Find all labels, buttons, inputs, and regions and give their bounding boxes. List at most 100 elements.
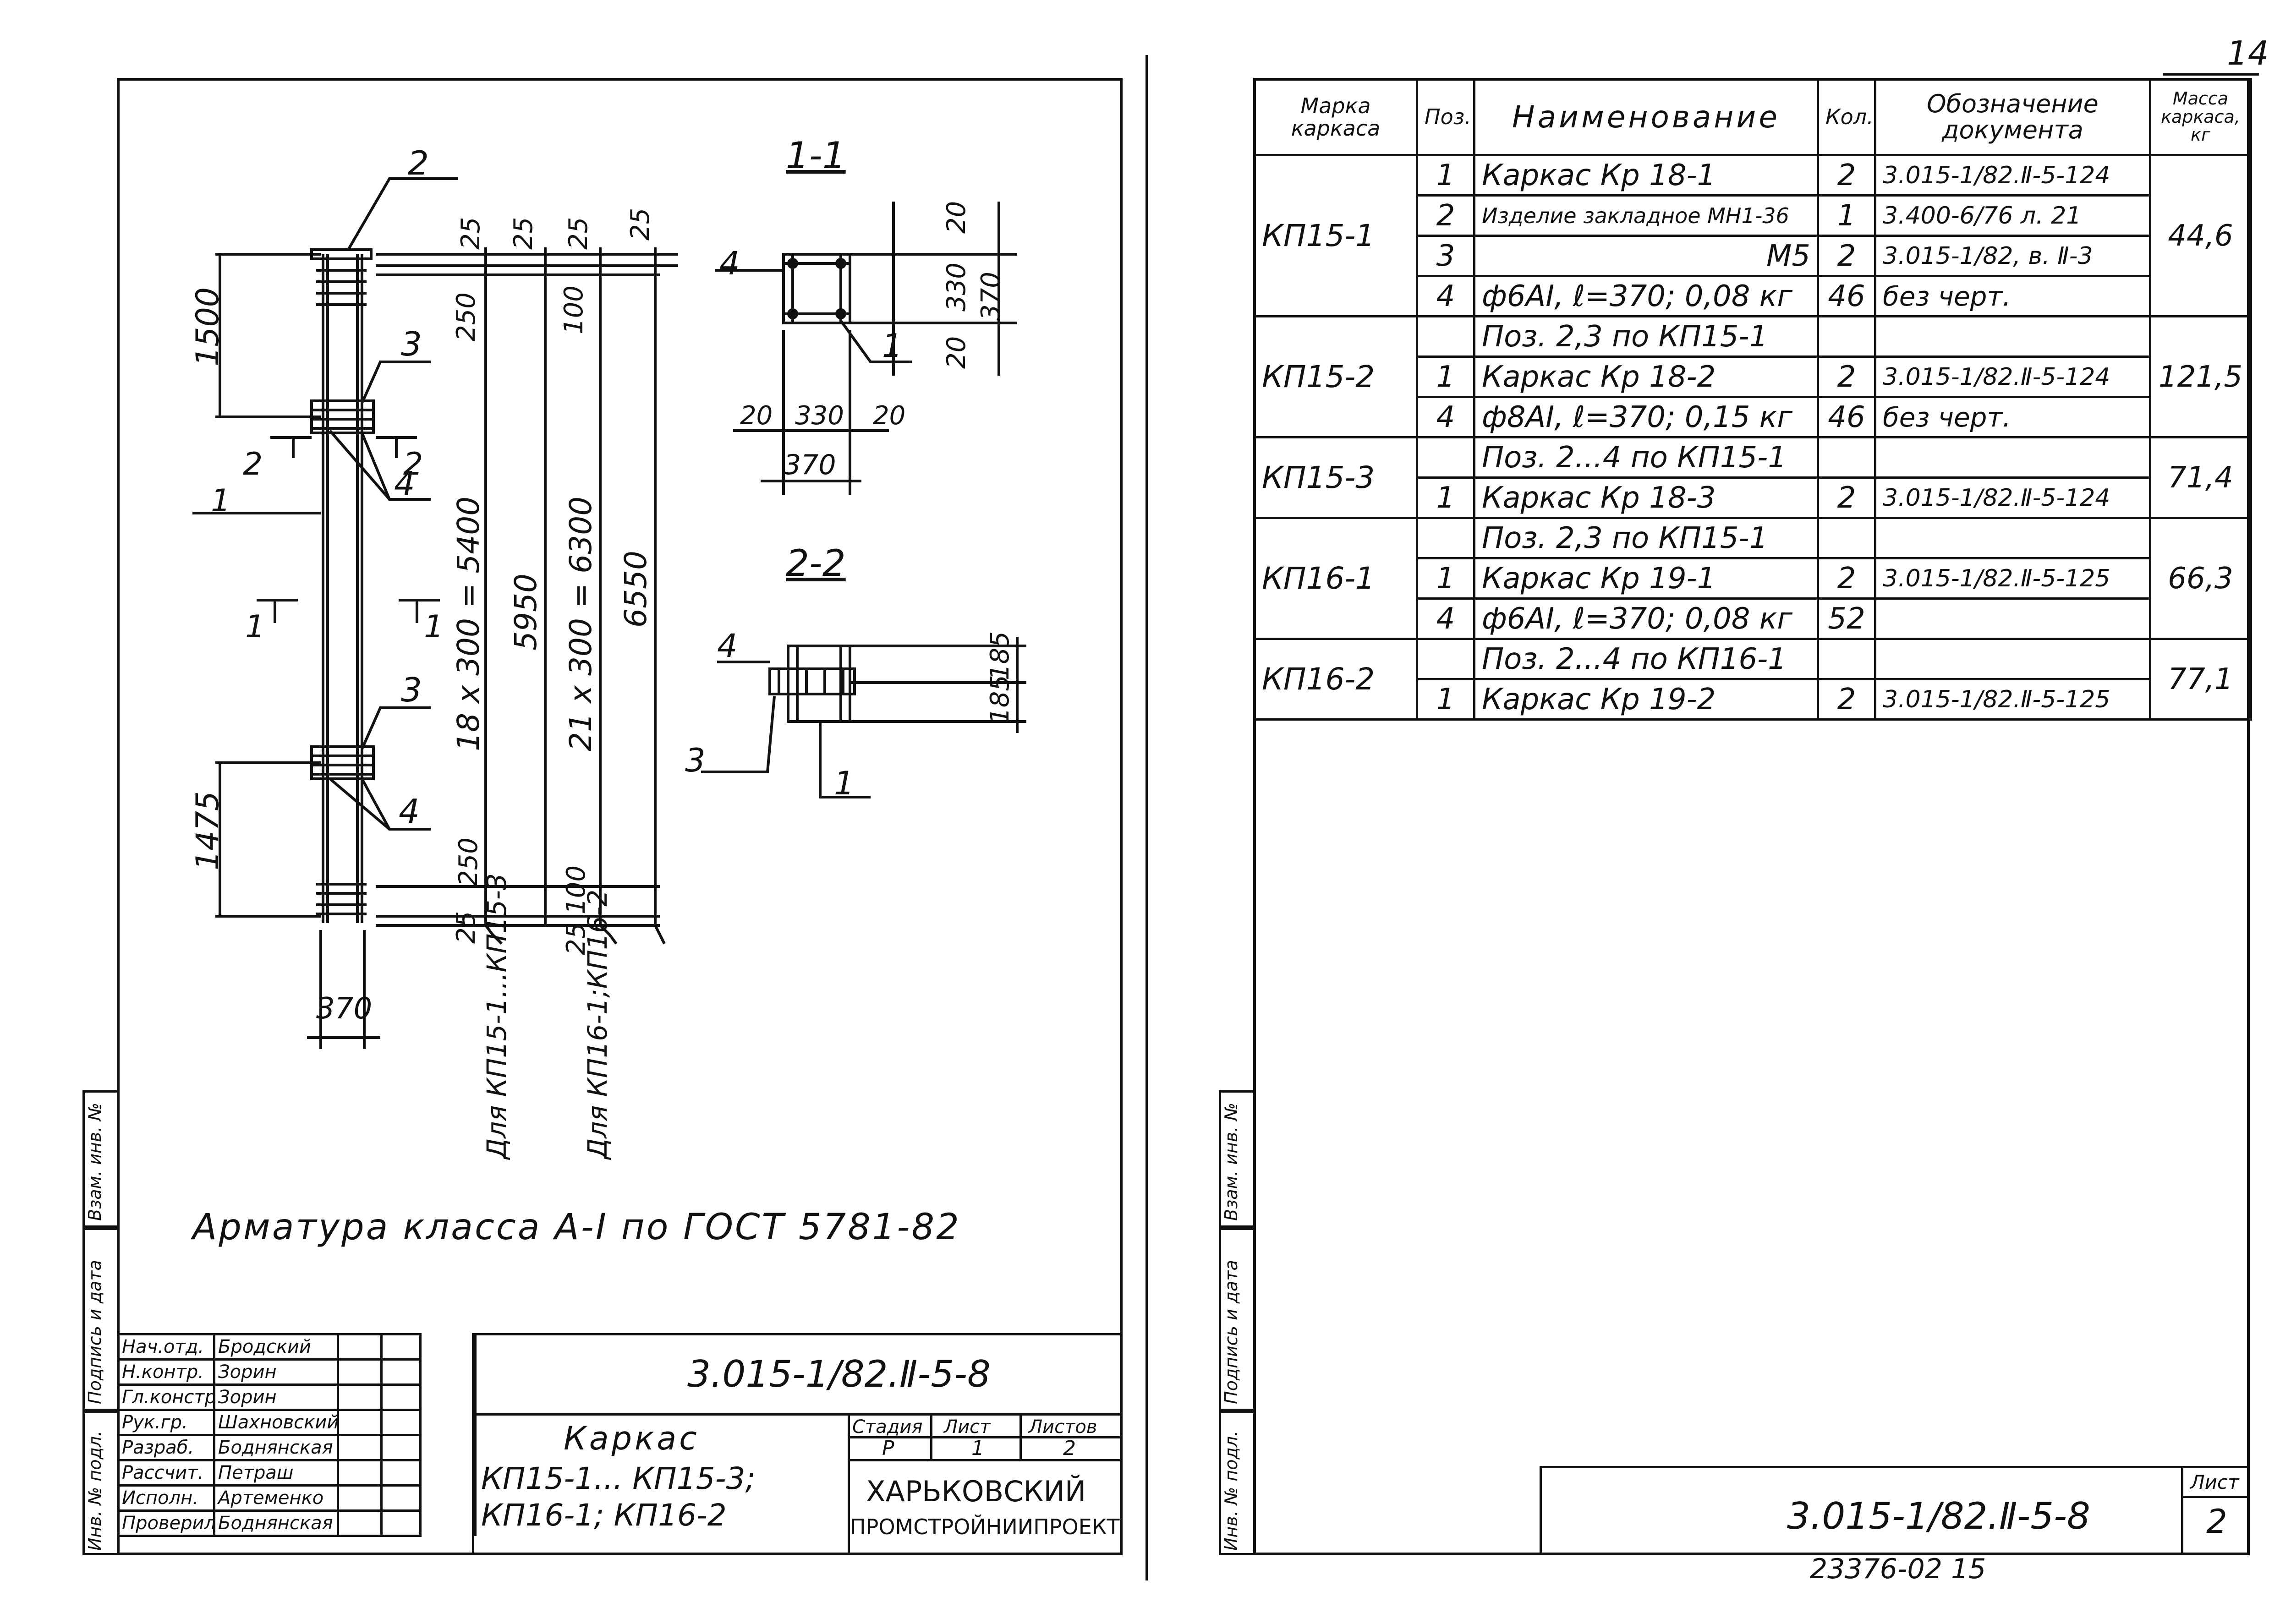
cell-doc: 3.015-1/82.Ⅱ-5-124 [1874, 476, 2151, 519]
signature-row: Нач.отд.Бродский [117, 1333, 477, 1361]
section-2-2-pos-1: 1 [834, 765, 855, 802]
dim-6550: 6550 [618, 551, 653, 628]
page-number-underline [2163, 73, 2259, 76]
cell-doc: 3.400-6/76 л. 21 [1874, 194, 2151, 237]
signature-blank [419, 1435, 477, 1460]
right-sheet-value: 2 [2206, 1502, 2227, 1541]
cell-name: Каркас Кр 18-3 [1473, 476, 1819, 519]
cell-mass: 66,3 [2149, 517, 2252, 640]
cell-qty: 1 [1817, 194, 1876, 237]
pos-4-lower: 4 [399, 792, 420, 831]
dim-100-top: 100 [559, 285, 589, 334]
signature-blank [419, 1460, 477, 1486]
section-1-1-dim-20-left: 20 [740, 401, 773, 431]
section-2-left-mark: 2 [243, 446, 263, 482]
signature-name: Артеменко [213, 1484, 339, 1512]
section-1-1-dim-20-right: 20 [873, 401, 906, 431]
cell-qty [1817, 517, 1876, 559]
section-2-2-dim-185-a: 185 [985, 631, 1015, 680]
signature-blank [419, 1410, 477, 1435]
cell-doc [1874, 597, 2151, 640]
cell-doc: 3.015-1/82.Ⅱ-5-124 [1874, 154, 2151, 197]
signature-row: Рук.гр.Шахновский [117, 1409, 477, 1436]
org-line1: ХАРЬКОВСКИЙ [866, 1475, 1086, 1508]
section-2-2-title: 2-2 [786, 542, 846, 585]
cell-poz: 3 [1416, 235, 1475, 277]
cell-marka: КП16-2 [1253, 638, 1418, 721]
signature-role: Проверил [117, 1509, 215, 1537]
signature-mark [337, 1459, 383, 1487]
signature-date [380, 1409, 422, 1436]
signature-role: Рук.гр. [117, 1409, 215, 1436]
cell-marka: КП15-1 [1253, 154, 1418, 317]
cell-name: ф8АI, ℓ=370; 0,15 кг [1473, 396, 1819, 438]
cell-qty [1817, 638, 1876, 680]
sheet-label: Лист [944, 1416, 991, 1438]
cell-poz [1416, 638, 1475, 680]
cell-qty: 2 [1817, 476, 1876, 519]
section-1-line-mark: 1 [211, 483, 231, 519]
cell-doc [1874, 638, 2151, 680]
left-title-line1: Каркас [564, 1420, 700, 1457]
signature-date [380, 1484, 422, 1512]
signature-role: Разраб. [117, 1434, 215, 1461]
cell-name: Поз. 2,3 по КП15-1 [1473, 315, 1819, 358]
section-1-1-pos-1: 1 [882, 327, 903, 365]
left-title-line3: КП16-1; КП16-2 [481, 1498, 727, 1533]
left-doc-code: 3.015-1/82.Ⅱ-5-8 [687, 1353, 991, 1395]
section-1-1-pos-4: 4 [719, 245, 740, 282]
signature-date [380, 1358, 422, 1386]
sheet-value: 1 [971, 1437, 984, 1460]
cell-poz: 4 [1416, 597, 1475, 640]
right-title-block-frame [1540, 1466, 2250, 1555]
left-title-block-frame [472, 1333, 1123, 1555]
cell-poz: 1 [1416, 557, 1475, 600]
dim-250-top: 250 [451, 292, 481, 341]
cell-doc: 3.015-1/82.Ⅱ-5-124 [1874, 355, 2151, 398]
cell-mass: 71,4 [2149, 436, 2252, 519]
signature-row: Разраб.Боднянская [117, 1434, 477, 1461]
cell-doc: без черт. [1874, 396, 2151, 438]
section-1-1-box [782, 253, 851, 324]
signature-name: Шахновский [213, 1409, 339, 1436]
signature-mark [337, 1333, 383, 1361]
cell-marka: КП15-2 [1253, 315, 1418, 438]
dim-25-bottom-a: 25 [451, 911, 481, 944]
signature-row: Н.контр.Зорин [117, 1358, 477, 1386]
cage-drawing [192, 177, 1026, 1049]
signature-role: Н.контр. [117, 1358, 215, 1386]
cell-name: М5 [1473, 235, 1819, 277]
section-1-1-dim-330-v: 330 [942, 262, 971, 312]
cell-mass: 121,5 [2149, 315, 2252, 438]
signature-mark [337, 1358, 383, 1386]
cell-poz: 4 [1416, 275, 1475, 317]
section-2-2-pos-4: 4 [717, 627, 738, 665]
signature-role: Нач.отд. [117, 1333, 215, 1361]
reinforcement-note: Арматура класса А-I по ГОСТ 5781-82 [192, 1207, 961, 1248]
pos-3-lower: 3 [401, 671, 422, 709]
cell-doc [1874, 315, 2151, 358]
header-name: Наименование [1473, 78, 1819, 156]
section-1-1-dim-20-bottom: 20 [942, 336, 971, 369]
section-1-1-title: 1-1 [786, 134, 846, 177]
cell-marka: КП16-1 [1253, 517, 1418, 640]
cell-poz: 4 [1416, 396, 1475, 438]
cell-qty [1817, 315, 1876, 358]
section-1-right-mark: 1 [424, 609, 444, 645]
signature-blank [419, 1485, 477, 1511]
org-line2: ПРОМСТРОЙНИИПРОЕКТ [850, 1515, 1120, 1539]
section-1-1-dim-330-h: 330 [795, 401, 844, 431]
cell-doc [1874, 436, 2151, 479]
signature-date [380, 1459, 422, 1487]
cell-poz: 1 [1416, 476, 1475, 519]
signature-blank [419, 1334, 477, 1360]
signature-blank [419, 1384, 477, 1410]
